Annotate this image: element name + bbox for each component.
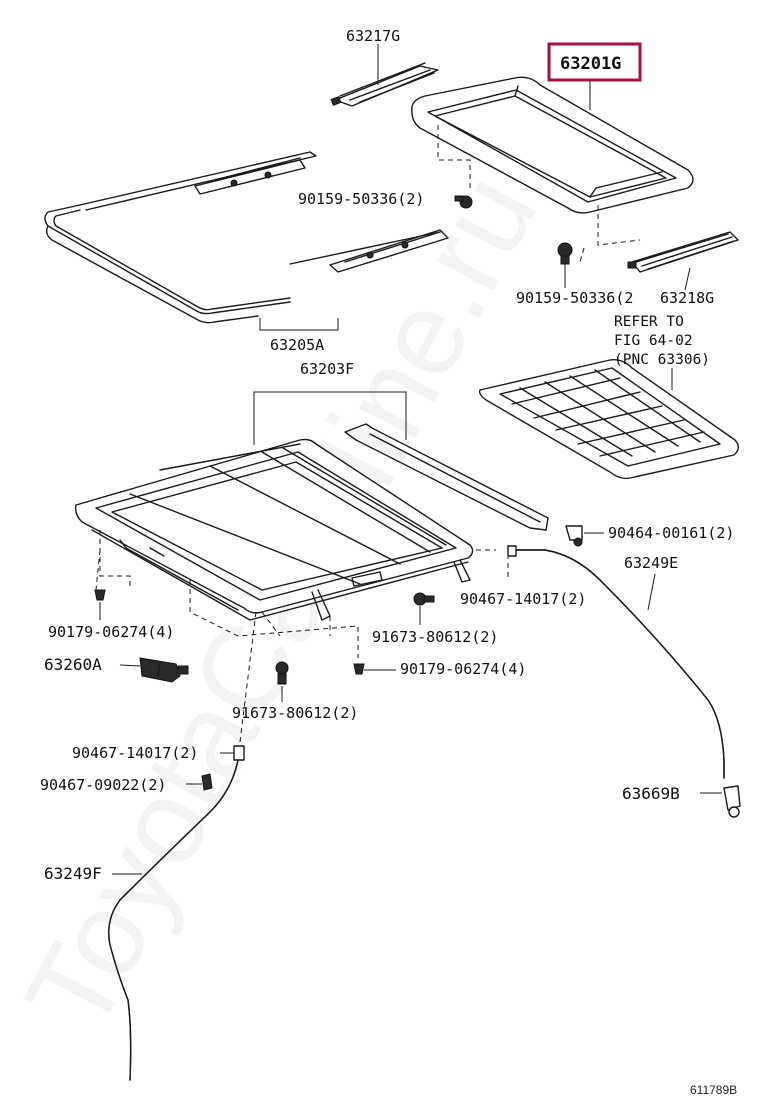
label-refer-line3: (PNC 63306) — [614, 352, 710, 368]
label-91673-80612-lower: 91673-80612(2) — [232, 704, 358, 722]
wind-deflector-63217G — [330, 62, 439, 107]
label-63249F: 63249F — [44, 864, 102, 883]
clip-90179-left — [94, 589, 106, 601]
sunroof-housing-63203F — [74, 438, 474, 621]
label-63203F: 63203F — [300, 360, 354, 378]
label-63249E: 63249E — [624, 554, 678, 572]
label-63218G: 63218G — [660, 289, 714, 307]
drain-hose-end-63669B — [723, 785, 741, 818]
label-63201G: 63201G — [560, 54, 621, 74]
label-63217G: 63217G — [346, 27, 400, 45]
bolt-90159-upper — [454, 195, 473, 209]
sunroof-glass-63201G — [411, 76, 694, 214]
screw-91673-lower — [275, 661, 289, 685]
drain-hose-63249F — [108, 759, 239, 1081]
label-90159-50336-lower: 90159-50336(2 — [516, 289, 633, 307]
bolt-90159-lower — [557, 242, 573, 265]
label-90464-00161: 90464-00161(2) — [608, 524, 734, 542]
hose-clamp-90464 — [565, 525, 583, 547]
screw-91673-upper — [413, 592, 435, 606]
label-63260A: 63260A — [44, 655, 102, 674]
label-refer-line1: REFER TO — [614, 314, 684, 330]
side-rail-63203F — [344, 423, 549, 531]
sunshade-panel — [478, 358, 739, 480]
label-63669B: 63669B — [622, 784, 680, 803]
clip-90179-right — [353, 663, 365, 675]
highlight-box-63201G — [547, 42, 642, 82]
label-90467-14017-upper: 90467-14017(2) — [460, 590, 586, 608]
label-90179-06274-left: 90179-06274(4) — [48, 623, 174, 641]
drip-channel-frame-63205A — [44, 151, 449, 324]
figure-id: 611789B — [690, 1083, 737, 1097]
label-90159-50336-upper: 90159-50336(2) — [298, 190, 424, 208]
wind-deflector-63218G — [627, 231, 739, 273]
label-63205A: 63205A — [270, 336, 324, 354]
drain-hose-63249E — [513, 549, 725, 779]
drive-motor-63260A — [139, 657, 189, 683]
label-90179-06274-right: 90179-06274(4) — [400, 660, 526, 678]
label-refer-line2: FIG 64-02 — [614, 333, 693, 349]
hose-clamp-90467-upper — [507, 545, 517, 557]
label-90467-09022: 90467-09022(2) — [40, 776, 166, 794]
label-91673-80612-upper: 91673-80612(2) — [372, 628, 498, 646]
hose-clamp-90467-lower — [233, 745, 245, 761]
clip-90467-09022 — [201, 773, 213, 791]
label-90467-14017-lower: 90467-14017(2) — [72, 744, 198, 762]
